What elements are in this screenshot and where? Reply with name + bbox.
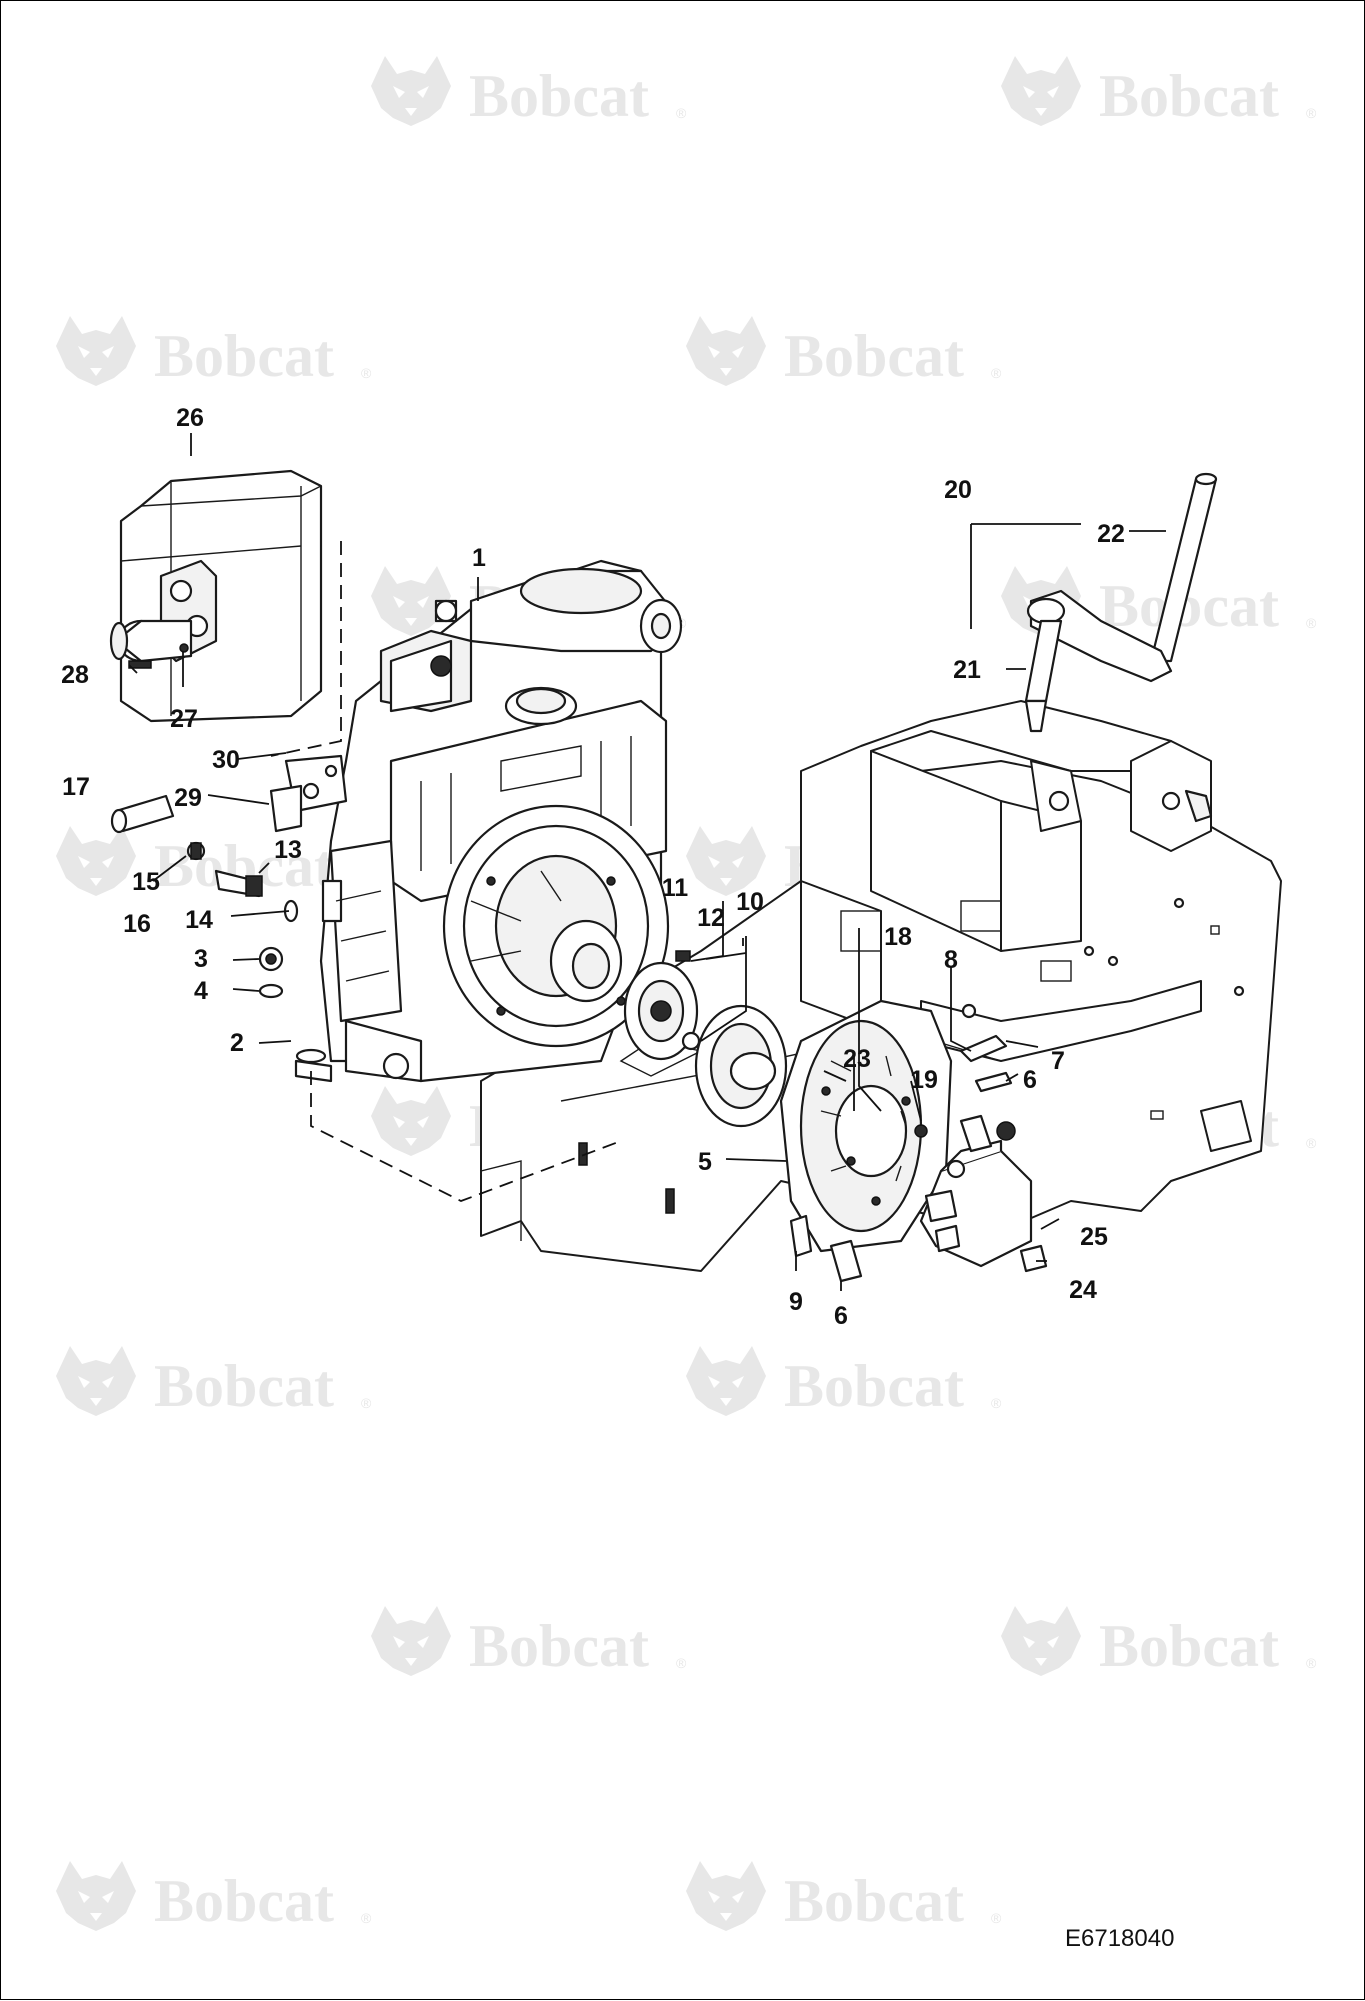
bobcat-watermark: Bobcat ® — [56, 1861, 372, 1934]
callout-20: 20 — [944, 476, 972, 504]
callout-26: 26 — [176, 404, 204, 432]
callout-19: 19 — [910, 1066, 938, 1094]
callout-17: 17 — [62, 773, 90, 801]
watermark-text: Bobcat — [154, 1868, 334, 1934]
engine-assembly — [319, 559, 683, 1083]
callout-11: 11 — [662, 874, 689, 902]
bobcat-head-logo-icon — [371, 1086, 451, 1156]
bobcat-watermark: Bobcat ® — [686, 316, 1002, 389]
watermark-text: Bobcat — [784, 323, 964, 389]
bobcat-watermark: Bobcat ® — [686, 1346, 1002, 1419]
bobcat-head-logo-icon — [371, 1606, 451, 1676]
watermark-registered-mark: ® — [1306, 1135, 1317, 1151]
callout-18: 18 — [884, 923, 912, 951]
pipe-fittings — [110, 794, 333, 1083]
bobcat-head-logo-icon — [1001, 56, 1081, 126]
callout-30: 30 — [212, 746, 240, 774]
assembly-grouping-lines — [270, 541, 622, 1202]
watermark-registered-mark: ® — [991, 365, 1002, 381]
hydraulic-valve — [919, 1114, 1048, 1273]
callout-13: 13 — [274, 836, 302, 864]
callout-27: 27 — [170, 705, 198, 733]
watermark-text: Bobcat — [1099, 63, 1279, 129]
bobcat-head-logo-icon — [686, 1346, 766, 1416]
callout-6a: 6 — [1023, 1066, 1037, 1094]
watermark-registered-mark: ® — [676, 1655, 687, 1671]
callout-2: 2 — [230, 1029, 244, 1057]
figure-id: E6718040 — [1065, 1925, 1175, 1952]
watermark-registered-mark: ® — [991, 1910, 1002, 1926]
bobcat-watermark: Bobcat ® — [1001, 56, 1317, 129]
callout-10: 10 — [736, 888, 764, 916]
bobcat-watermark: Bobcat ® — [1001, 1606, 1317, 1679]
callout-7: 7 — [1051, 1047, 1065, 1075]
callout-8: 8 — [944, 946, 958, 974]
callout-21: 21 — [953, 656, 981, 684]
callout-24: 24 — [1069, 1276, 1097, 1304]
callout-15: 15 — [132, 868, 160, 896]
callout-25: 25 — [1080, 1223, 1108, 1251]
leader-lines — [128, 433, 1166, 1291]
watermark-text: Bobcat — [784, 1868, 964, 1934]
bobcat-head-logo-icon — [56, 1346, 136, 1416]
callout-12: 12 — [697, 904, 725, 932]
callout-6b: 6 — [834, 1302, 848, 1330]
bobcat-watermark: Bobcat ® — [56, 316, 372, 389]
callout-16: 16 — [123, 910, 151, 938]
exhaust-flange — [269, 754, 348, 833]
muffler — [109, 469, 323, 723]
callout-9: 9 — [789, 1288, 803, 1316]
watermark-registered-mark: ® — [1306, 105, 1317, 121]
bobcat-head-logo-icon — [56, 1861, 136, 1931]
callout-28: 28 — [61, 661, 89, 689]
watermark-registered-mark: ® — [676, 105, 687, 121]
callout-22: 22 — [1097, 520, 1125, 548]
bobcat-watermark: Bobcat ® — [371, 56, 687, 129]
callout-3: 3 — [194, 945, 208, 973]
bobcat-head-logo-icon — [686, 316, 766, 386]
clutch-assembly — [623, 950, 1013, 1283]
bobcat-watermark: Bobcat ® — [686, 1861, 1002, 1934]
watermark-text: Bobcat — [1099, 1613, 1279, 1679]
watermark-registered-mark: ® — [991, 1395, 1002, 1411]
bobcat-head-logo-icon — [56, 316, 136, 386]
callout-23: 23 — [843, 1045, 871, 1073]
bobcat-watermark: Bobcat ® — [56, 1346, 372, 1419]
watermark-text: Bobcat — [784, 1353, 964, 1419]
watermark-registered-mark: ® — [1306, 615, 1317, 631]
bobcat-head-logo-icon — [686, 1861, 766, 1931]
bobcat-watermark: Bobcat ® — [371, 1606, 687, 1679]
bobcat-head-logo-icon — [686, 826, 766, 896]
callout-14: 14 — [185, 906, 213, 934]
callout-5: 5 — [698, 1148, 712, 1176]
bobcat-head-logo-icon — [56, 826, 136, 896]
bobcat-head-logo-icon — [371, 56, 451, 126]
chassis-frame — [480, 700, 1282, 1272]
callout-29: 29 — [174, 784, 202, 812]
watermark-text: Bobcat — [469, 63, 649, 129]
callout-1: 1 — [472, 544, 486, 572]
callout-4: 4 — [194, 977, 208, 1005]
callout-labels: 1 2 3 4 5 6 6 7 8 9 10 11 12 13 14 15 16… — [61, 404, 1125, 1330]
handle-assembly — [1024, 472, 1218, 733]
watermark-text: Bobcat — [154, 323, 334, 389]
watermark-registered-mark: ® — [361, 1910, 372, 1926]
watermark-registered-mark: ® — [361, 1395, 372, 1411]
watermark-registered-mark: ® — [361, 365, 372, 381]
watermark-text: Bobcat — [469, 1613, 649, 1679]
watermark-text: Bobcat — [154, 1353, 334, 1419]
watermark-registered-mark: ® — [1306, 1655, 1317, 1671]
bobcat-head-logo-icon — [1001, 1606, 1081, 1676]
